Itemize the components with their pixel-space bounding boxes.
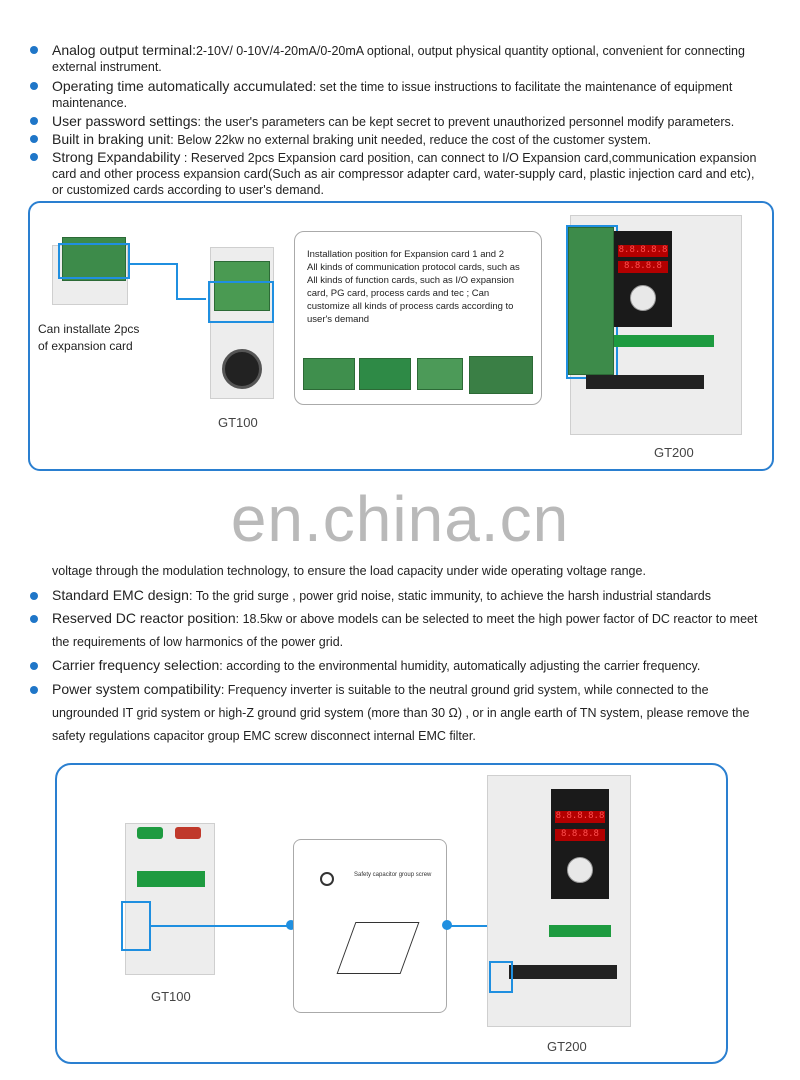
gt200-caption: GT200 bbox=[547, 1039, 587, 1054]
screw-closeup-box: Safety capacitor group screw bbox=[293, 839, 447, 1013]
bullet-dot bbox=[30, 662, 38, 670]
bullet-dot bbox=[30, 686, 38, 694]
connector-line bbox=[176, 298, 206, 300]
connector-line bbox=[176, 263, 178, 299]
expansion-card-figure: Can installate 2pcs of expansion card GT… bbox=[28, 201, 774, 471]
expansion-card-thumb bbox=[359, 358, 411, 390]
bullet-power-system: Power system compatibility: Frequency in… bbox=[30, 678, 765, 748]
emc-screw-figure: GT100 Safety capacitor group screw 8.8.8… bbox=[55, 763, 728, 1064]
run-button-icon bbox=[137, 827, 163, 839]
lead-paragraph: voltage through the modulation technolog… bbox=[30, 563, 765, 579]
gt200-expansion-slot bbox=[568, 227, 614, 375]
bullet-text: : Below 22kw no external braking unit ne… bbox=[170, 133, 652, 147]
bullet-dot bbox=[30, 135, 38, 143]
display-line-1: 8.8.8.8.8 bbox=[555, 811, 605, 823]
bullet-text: : To the grid surge , power grid noise, … bbox=[188, 589, 711, 603]
bullet-dot bbox=[30, 82, 38, 90]
bullet-text: : 18.5kw or above models can be selected… bbox=[52, 612, 758, 649]
display-line-1: 8.8.8.8.8 bbox=[618, 245, 668, 257]
bullet-title: Strong Expandability bbox=[52, 149, 181, 165]
bullet-text: : set the time to issue instructions to … bbox=[52, 80, 733, 110]
connector-line bbox=[449, 925, 497, 927]
bullet-dot bbox=[30, 615, 38, 623]
bullet-title: Built in braking unit bbox=[52, 131, 171, 147]
bullet-title: Reserved DC reactor position bbox=[52, 610, 236, 626]
terminal-block bbox=[137, 871, 205, 887]
bullet-dc-reactor: Reserved DC reactor position: 18.5kw or … bbox=[30, 607, 765, 654]
terminal-block bbox=[549, 925, 611, 937]
expansion-card-thumb bbox=[469, 356, 533, 394]
power-terminals bbox=[509, 965, 617, 979]
left-label: Can installate 2pcs of expansion card bbox=[38, 322, 140, 353]
bullet-analog-output: Analog output terminal:2-10V/ 0-10V/4-20… bbox=[30, 42, 765, 75]
bullet-operating-time: Operating time automatically accumulated… bbox=[30, 78, 765, 111]
bullet-carrier-frequency: Carrier frequency selection: according t… bbox=[30, 654, 765, 678]
dial-knob bbox=[630, 285, 656, 311]
bullet-text: : Reserved 2pcs Expansion card position,… bbox=[52, 151, 757, 197]
connector-dot bbox=[442, 920, 452, 930]
bullet-title: User password settings bbox=[52, 113, 198, 129]
bullet-expandability: Strong Expandability : Reserved 2pcs Exp… bbox=[30, 149, 765, 198]
gt100-inverter-image bbox=[125, 823, 215, 975]
terminal-block bbox=[614, 335, 714, 347]
bullet-dot bbox=[30, 117, 38, 125]
expansion-card-thumb bbox=[303, 358, 355, 390]
gt100-caption: GT100 bbox=[151, 989, 191, 1004]
highlight-box bbox=[566, 225, 618, 379]
expansion-note-box: Installation position for Expansion card… bbox=[294, 231, 542, 405]
bullet-text: 2-10V/ 0-10V/4-20mA/0-20mA optional, out… bbox=[52, 44, 745, 74]
bullet-text: : the user's parameters can be kept secr… bbox=[197, 115, 735, 129]
highlight-box bbox=[58, 243, 130, 279]
keypad-panel: 8.8.8.8.8 8.8.8.8 bbox=[551, 789, 609, 899]
note-text: Installation position for Expansion card… bbox=[307, 249, 520, 325]
highlight-box bbox=[208, 281, 274, 323]
highlight-box bbox=[121, 901, 151, 951]
gt200-caption: GT200 bbox=[654, 445, 694, 460]
bullet-dot bbox=[30, 592, 38, 600]
bullet-text: : Frequency inverter is suitable to the … bbox=[52, 683, 750, 743]
keypad-panel: 8.8.8.8.8 8.8.8.8 bbox=[614, 231, 672, 327]
fan-icon bbox=[222, 349, 262, 389]
connector-line bbox=[128, 263, 176, 265]
screw-label: Safety capacitor group screw bbox=[354, 872, 432, 878]
bullet-dot bbox=[30, 153, 38, 161]
screw-icon bbox=[320, 872, 334, 886]
connector-line bbox=[149, 925, 293, 927]
display-line-2: 8.8.8.8 bbox=[555, 829, 605, 841]
bullet-emc-design: Standard EMC design: To the grid surge ,… bbox=[30, 584, 765, 608]
stop-button-icon bbox=[175, 827, 201, 839]
dial-knob bbox=[567, 857, 593, 883]
bullet-text: : according to the environmental humidit… bbox=[219, 659, 701, 673]
bullet-title: Analog output terminal: bbox=[52, 42, 196, 58]
bullet-braking-unit: Built in braking unit: Below 22kw no ext… bbox=[30, 131, 765, 148]
screw-mount-drawing bbox=[336, 922, 420, 974]
connector-dot bbox=[286, 920, 296, 930]
gt100-caption: GT100 bbox=[218, 415, 258, 430]
bullet-title: Operating time automatically accumulated bbox=[52, 78, 313, 94]
bullet-title: Standard EMC design bbox=[52, 587, 189, 603]
highlight-box bbox=[489, 961, 513, 993]
gt100-board bbox=[214, 261, 270, 311]
lead-text: voltage through the modulation technolog… bbox=[52, 564, 646, 578]
watermark: en.china.cn bbox=[230, 483, 570, 555]
power-terminals bbox=[586, 375, 704, 389]
display-line-2: 8.8.8.8 bbox=[618, 261, 668, 273]
expansion-card-thumb bbox=[417, 358, 463, 390]
bullet-title: Power system compatibility bbox=[52, 681, 221, 697]
bullet-title: Carrier frequency selection bbox=[52, 657, 220, 673]
bullet-dot bbox=[30, 46, 38, 54]
bullet-user-password: User password settings: the user's param… bbox=[30, 113, 765, 130]
